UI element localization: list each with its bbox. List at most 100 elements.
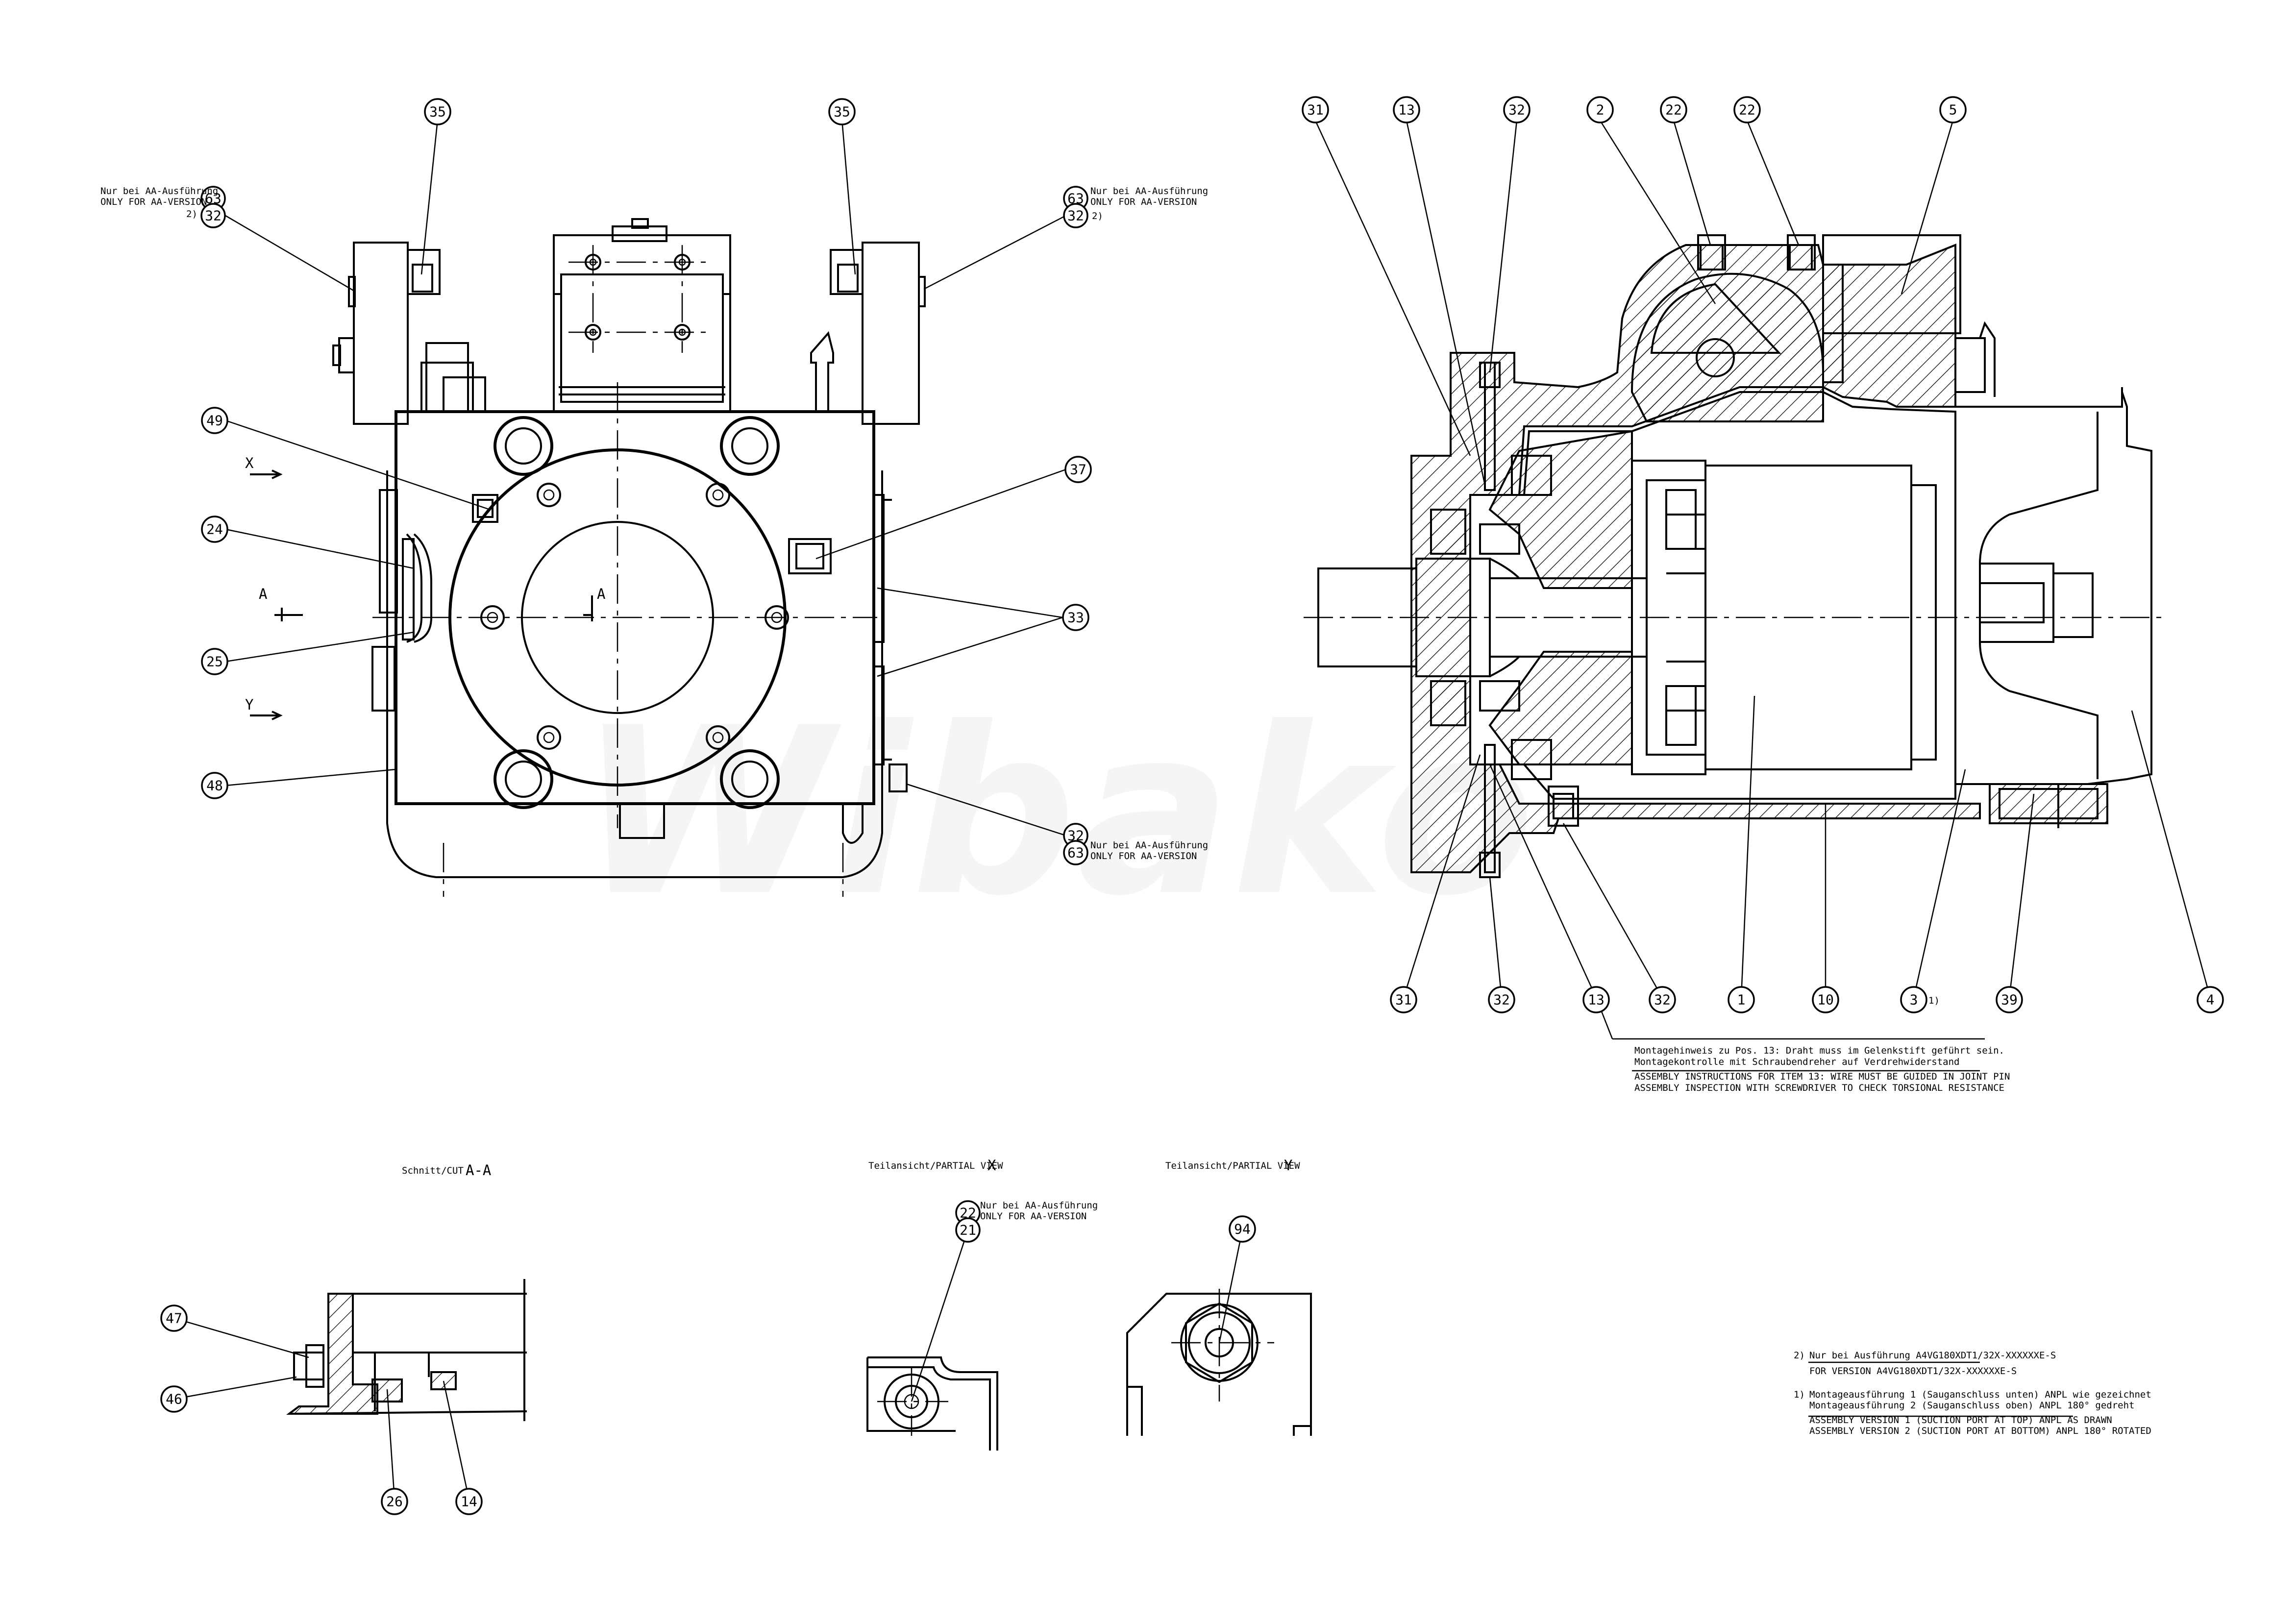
svg-text:47: 47: [166, 1310, 182, 1327]
leader-lines: [173, 119, 2211, 1500]
balloon-32: 32: [1063, 823, 1088, 848]
svg-text:32: 32: [1508, 102, 1525, 118]
footnote-2-en: FOR VERSION A4VG180XDT1/32X-XXXXXXE-S: [1809, 1366, 2017, 1377]
caption-cut-id: A-A: [466, 1162, 491, 1179]
balloon-48: 48: [201, 772, 228, 799]
svg-text:63: 63: [1067, 845, 1084, 861]
balloon-14: 14: [455, 1488, 483, 1515]
balloon-21: 21: [955, 1217, 981, 1243]
balloon-94: 94: [1229, 1215, 1256, 1243]
balloon-32: 32: [200, 203, 226, 228]
footnote-mark: 2): [186, 209, 198, 220]
svg-text:25: 25: [206, 654, 223, 670]
svg-text:49: 49: [206, 413, 223, 429]
caption-partial-view-label: Teilansicht/PARTIAL VIEW: [868, 1160, 1003, 1171]
balloon-32: 32: [1063, 203, 1088, 228]
note-aa-de: Nur bei AA-Ausführung: [1090, 840, 1208, 851]
footnote-1-en-line-2: ASSEMBLY VERSION 2 (SUCTION PORT AT BOTT…: [1809, 1426, 2151, 1436]
balloon-63: 63: [1063, 840, 1088, 865]
svg-text:22: 22: [1665, 102, 1682, 118]
svg-text:32: 32: [1493, 992, 1510, 1008]
svg-text:21: 21: [960, 1222, 976, 1238]
svg-text:32: 32: [1654, 992, 1671, 1008]
svg-text:31: 31: [1307, 102, 1324, 118]
balloon-1: 1: [1728, 986, 1755, 1013]
svg-text:2: 2: [1596, 102, 1605, 118]
note-aa-en: ONLY FOR AA-VERSION: [980, 1211, 1086, 1222]
balloon-46: 46: [160, 1385, 188, 1413]
svg-text:4: 4: [2206, 992, 2215, 1008]
svg-text:48: 48: [206, 778, 223, 794]
balloon-5: 5: [1939, 96, 1967, 123]
section-a-label: A: [597, 586, 605, 602]
svg-text:32: 32: [205, 208, 222, 224]
note-aa-en: ONLY FOR AA-VERSION: [1090, 851, 1197, 861]
balloon-22: 22: [1733, 96, 1761, 123]
balloon-37: 37: [1064, 456, 1092, 483]
balloon-25: 25: [201, 648, 228, 675]
svg-text:10: 10: [1817, 992, 1834, 1008]
note-aa-en: ONLY FOR AA-VERSION: [100, 197, 207, 207]
balloon-49: 49: [201, 407, 228, 434]
svg-text:13: 13: [1588, 992, 1605, 1008]
svg-text:5: 5: [1949, 102, 1957, 118]
footnote-mark: 2): [1092, 211, 1103, 221]
footnote-mark: 1): [1794, 1389, 1805, 1400]
svg-text:39: 39: [2001, 992, 2018, 1008]
captions: Schnitt/CUT A-A Teilansicht/PARTIAL VIEW…: [402, 1157, 1300, 1179]
footnote-2-de: Nur bei Ausführung A4VG180XDT1/32X-XXXXX…: [1809, 1350, 2056, 1361]
svg-text:31: 31: [1395, 992, 1412, 1008]
balloon-22: 22: [955, 1200, 981, 1226]
svg-text:35: 35: [429, 104, 446, 120]
partial-view-x: [866, 1356, 998, 1451]
footnote-1-de-line-1: Montageausführung 1 (Sauganschluss unten…: [1809, 1389, 2151, 1400]
balloon-47: 47: [160, 1304, 188, 1332]
partial-view-y: [1126, 1289, 1312, 1436]
svg-text:26: 26: [386, 1494, 403, 1510]
balloon-35: 35: [424, 98, 451, 125]
balloon-31: 31: [1390, 986, 1417, 1013]
caption-partial-view-id: X: [988, 1157, 996, 1174]
view-arrow-x-label: X: [245, 455, 254, 471]
section-a-label: A: [259, 586, 267, 602]
montage-note-line-2: Montagekontrolle mit Schraubendreher auf…: [1634, 1057, 1959, 1067]
balloon-4: 4: [2197, 986, 2224, 1013]
notes: Nur bei AA-Ausführung ONLY FOR AA-VERSIO…: [100, 186, 2151, 1436]
section-view: [1304, 234, 2166, 878]
balloon-13: 13: [1582, 986, 1610, 1013]
svg-text:14: 14: [461, 1494, 477, 1510]
svg-text:35: 35: [834, 104, 850, 120]
caption-partial-view-label: Teilansicht/PARTIAL VIEW: [1165, 1160, 1300, 1171]
footnote-1-en-line-1: ASSEMBLY VERSION 1 (SUCTION PORT AT TOP)…: [1809, 1415, 2112, 1426]
note-aa-de: Nur bei AA-Ausführung: [1090, 186, 1208, 197]
svg-text:46: 46: [166, 1391, 182, 1407]
svg-text:94: 94: [1234, 1221, 1251, 1237]
balloon-13: 13: [1393, 96, 1420, 123]
footnote-mark: 2): [1794, 1350, 1805, 1361]
caption-cut-label: Schnitt/CUT: [402, 1165, 464, 1176]
svg-text:3: 3: [1910, 992, 1918, 1008]
balloon-group: 35 35 63 32 63 32 49 37 24 33 25 48 32 6…: [160, 96, 2224, 1515]
balloon-39: 39: [1996, 986, 2023, 1013]
view-arrow-y-label: Y: [245, 696, 253, 713]
balloon-2: 2: [1586, 96, 1614, 123]
balloon-26: 26: [381, 1488, 408, 1515]
montage-note-line-3: ASSEMBLY INSTRUCTIONS FOR ITEM 13: WIRE …: [1634, 1071, 2010, 1082]
svg-text:32: 32: [1067, 208, 1084, 224]
note-aa-de: Nur bei AA-Ausführung: [100, 186, 218, 197]
montage-note-line-1: Montagehinweis zu Pos. 13: Draht muss im…: [1634, 1045, 2004, 1056]
balloon-32: 32: [1488, 986, 1515, 1013]
balloon-22: 22: [1660, 96, 1687, 123]
note-aa-de: Nur bei AA-Ausführung: [980, 1200, 1098, 1211]
footnote-mark: 1): [1928, 995, 1940, 1006]
balloon-31: 31: [1302, 96, 1329, 123]
note-aa-en: ONLY FOR AA-VERSION: [1090, 197, 1197, 207]
watermark: Wibako: [578, 678, 1535, 946]
balloon-32: 32: [1649, 986, 1676, 1013]
balloon-32: 32: [1503, 96, 1531, 123]
balloon-35: 35: [828, 98, 856, 125]
svg-text:37: 37: [1070, 462, 1086, 478]
svg-text:1: 1: [1737, 992, 1746, 1008]
balloon-24: 24: [201, 516, 228, 543]
